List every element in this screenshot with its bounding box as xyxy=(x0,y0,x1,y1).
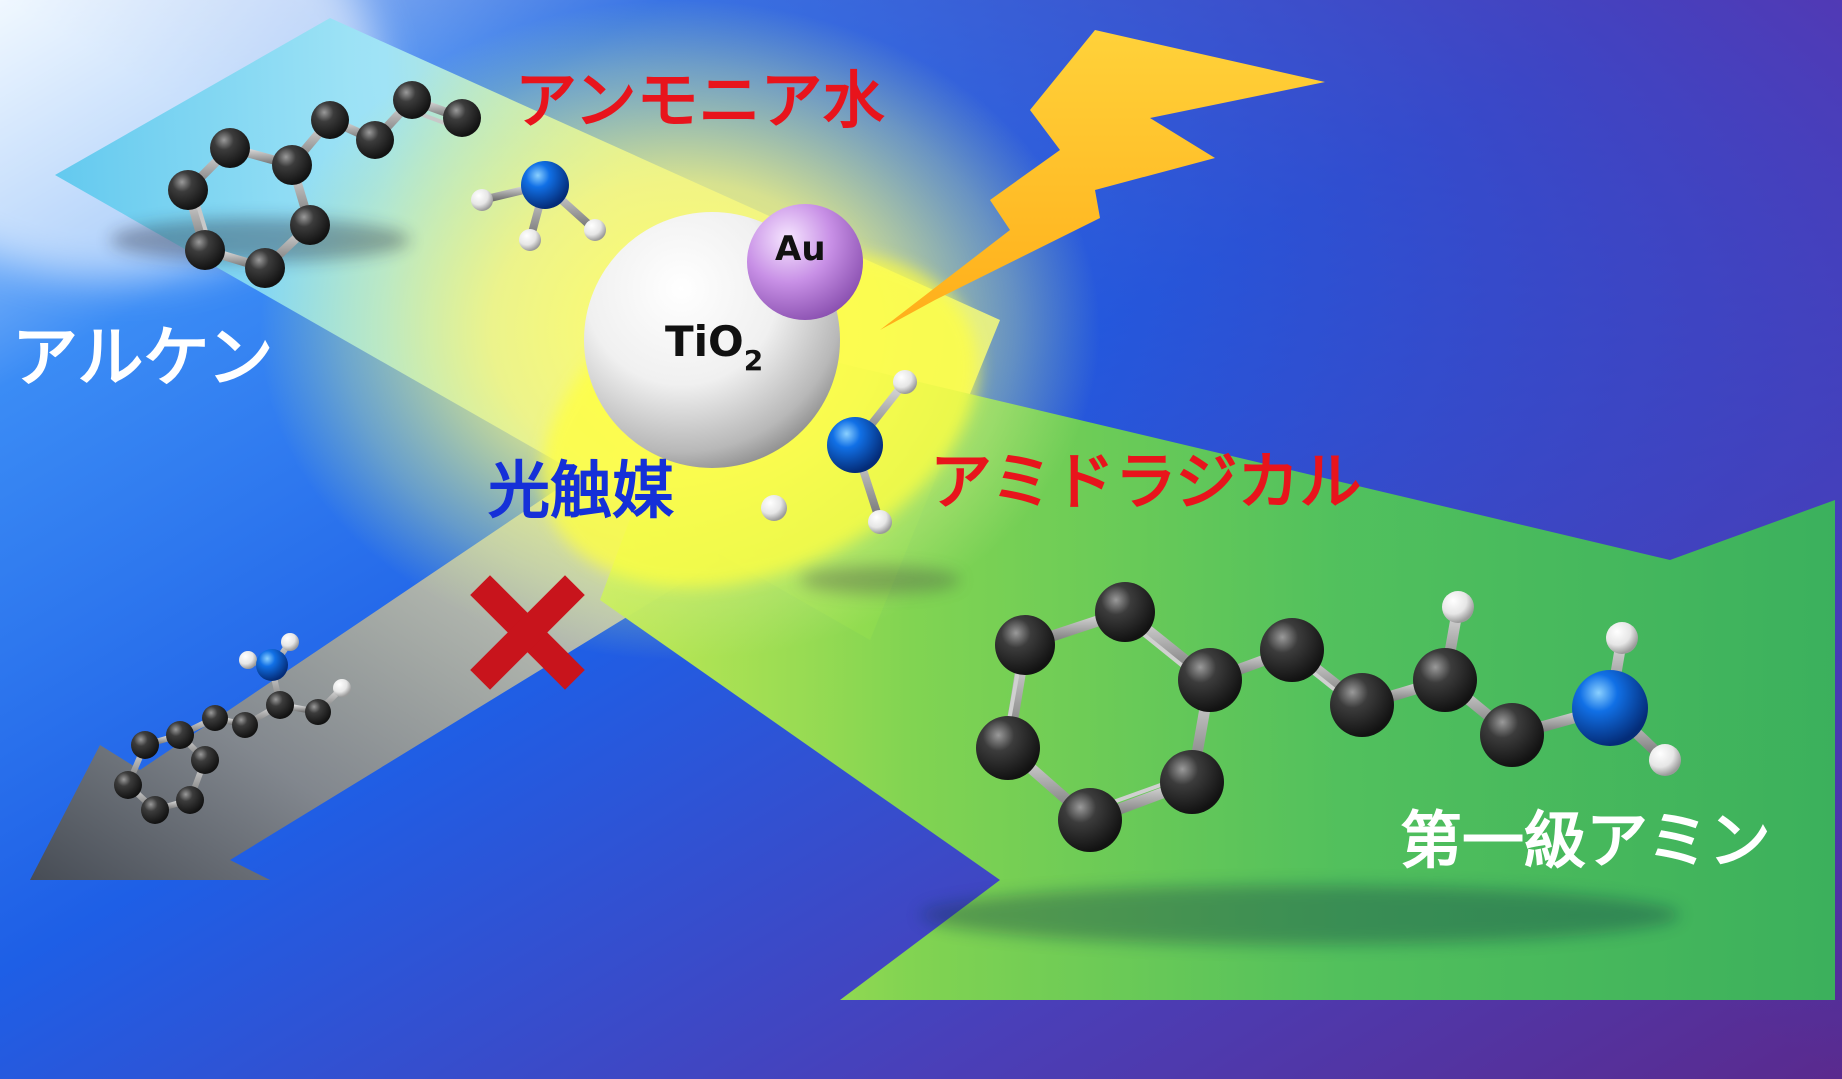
ammonia-molecule xyxy=(471,161,606,251)
photocatalyst-label: 光触媒 xyxy=(488,454,675,527)
molecule-shadows xyxy=(110,218,1680,945)
amide-radical-label: アミドラジカル xyxy=(930,445,1362,518)
hydrogen-atom xyxy=(761,495,787,521)
primary-amine-molecule xyxy=(976,582,1681,852)
photocatalyst-particle xyxy=(584,204,863,468)
lightning-bolt-icon xyxy=(880,30,1325,330)
au-nanoparticle xyxy=(747,204,863,320)
alkene-label: アルケン xyxy=(12,319,273,396)
amide-radical-molecule xyxy=(761,370,917,534)
au-label: Au xyxy=(775,229,826,269)
x-mark-icon xyxy=(470,575,585,690)
ammonia-water-label: アンモニア水 xyxy=(515,64,886,137)
primary-amine-label: 第一級アミン xyxy=(1400,804,1771,877)
tio2-text: TiO xyxy=(665,317,744,366)
alkene-molecule xyxy=(168,81,481,288)
tio2-subscript: 2 xyxy=(744,344,763,377)
byproduct-molecule xyxy=(114,633,351,824)
tio2-label: TiO2 xyxy=(665,317,763,377)
